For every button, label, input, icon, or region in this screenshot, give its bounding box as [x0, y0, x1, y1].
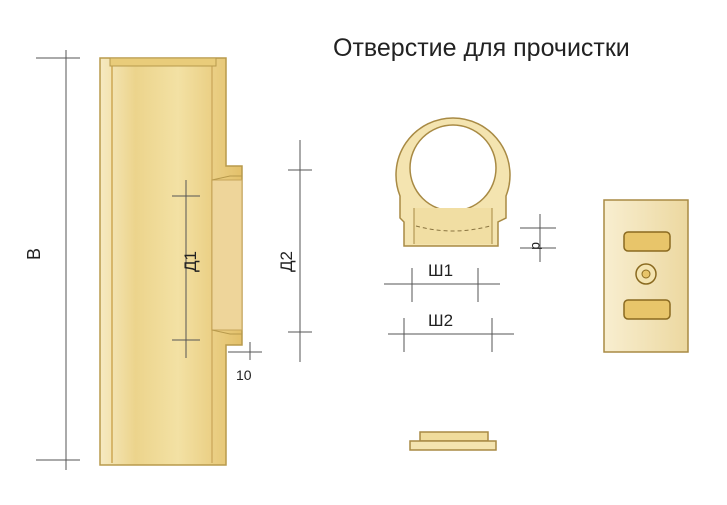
- cleanout-opening: [211, 179, 243, 331]
- label-inner-length: Д1: [181, 251, 200, 272]
- cover-slot-bottom: [623, 299, 671, 320]
- cover-bolt-inner: [641, 269, 651, 279]
- label-width-inner: Ш1: [428, 261, 453, 280]
- label-depth: d: [529, 242, 545, 250]
- pipe-top-rim: [109, 57, 217, 67]
- diagram-title: Отверстие для прочистки: [333, 34, 630, 62]
- label-width-outer: Ш2: [428, 311, 453, 330]
- pipe-side-view: [99, 57, 243, 466]
- ring-hole: [409, 124, 497, 212]
- ring-cross-section: [395, 117, 511, 247]
- label-wall: 10: [236, 367, 252, 383]
- dimension-lines: [36, 50, 312, 470]
- pipe-body: [99, 57, 243, 466]
- cleanout-cover-front: [603, 199, 689, 353]
- label-outer-length: Д2: [277, 251, 296, 272]
- plug-cap: [409, 431, 497, 451]
- label-height: В: [24, 248, 44, 260]
- cover-slot-top: [623, 231, 671, 252]
